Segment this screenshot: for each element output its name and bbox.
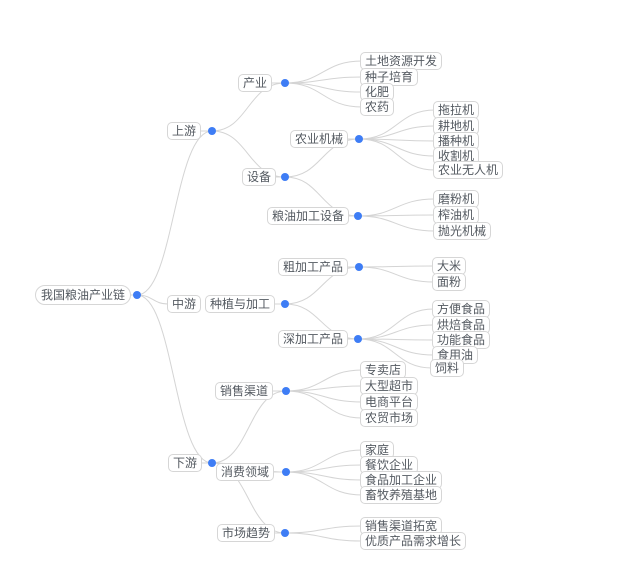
node-farmers-market[interactable]: 农贸市场	[360, 409, 419, 427]
node-upstream[interactable]: 上游	[167, 122, 202, 140]
dot-agri-machinery[interactable]	[355, 135, 363, 143]
node-harvester[interactable]: 收割机	[433, 147, 480, 165]
node-flour[interactable]: 面粉	[432, 273, 467, 291]
node-tiller[interactable]: 耕地机	[433, 117, 480, 135]
dot-consumption-fields[interactable]	[282, 468, 290, 476]
node-root[interactable]: 我国粮油产业链	[35, 285, 132, 305]
node-market-trends[interactable]: 市场趋势	[217, 524, 276, 542]
node-agri-drone[interactable]: 农业无人机	[433, 161, 504, 179]
dot-root[interactable]	[133, 291, 141, 299]
node-baked-food[interactable]: 烘焙食品	[432, 316, 491, 334]
node-flour-mill[interactable]: 磨粉机	[433, 190, 480, 208]
node-rice[interactable]: 大米	[432, 257, 467, 275]
node-industry[interactable]: 产业	[238, 74, 273, 92]
node-planting-processing[interactable]: 种植与加工	[205, 295, 276, 313]
dot-planting-processing[interactable]	[281, 300, 289, 308]
node-grain-oil-equipment[interactable]: 粮油加工设备	[267, 207, 350, 225]
node-downstream[interactable]: 下游	[168, 454, 203, 472]
node-coarse-products[interactable]: 粗加工产品	[278, 258, 349, 276]
dot-equipment[interactable]	[281, 173, 289, 181]
node-polishing-machinery[interactable]: 抛光机械	[433, 222, 492, 240]
node-sales-channels[interactable]: 销售渠道	[215, 382, 274, 400]
node-channel-expansion[interactable]: 销售渠道拓宽	[360, 517, 443, 535]
node-deep-products[interactable]: 深加工产品	[278, 330, 349, 348]
dot-coarse-products[interactable]	[355, 263, 363, 271]
dot-deep-products[interactable]	[354, 335, 362, 343]
dot-grain-oil-equipment[interactable]	[354, 212, 362, 220]
node-oil-press[interactable]: 榨油机	[433, 206, 480, 224]
node-seeder[interactable]: 播种机	[433, 132, 480, 150]
dot-market-trends[interactable]	[281, 529, 289, 537]
node-quality-demand-growth[interactable]: 优质产品需求增长	[360, 532, 467, 550]
dot-downstream[interactable]	[208, 459, 216, 467]
dot-industry[interactable]	[281, 79, 289, 87]
node-equipment[interactable]: 设备	[242, 168, 277, 186]
node-fertilizer[interactable]: 化肥	[360, 83, 395, 101]
node-feed[interactable]: 饲料	[430, 359, 465, 377]
node-household[interactable]: 家庭	[360, 441, 395, 459]
edge-group	[123, 60, 436, 542]
dot-sales-channels[interactable]	[282, 387, 290, 395]
node-specialty-store[interactable]: 专卖店	[360, 361, 407, 379]
node-midstream[interactable]: 中游	[167, 295, 202, 313]
node-pesticide[interactable]: 农药	[360, 98, 395, 116]
node-agri-machinery[interactable]: 农业机械	[290, 130, 349, 148]
node-ecommerce-platform[interactable]: 电商平台	[360, 393, 419, 411]
node-tractor[interactable]: 拖拉机	[433, 101, 480, 119]
node-consumption-fields[interactable]: 消费领域	[216, 463, 275, 481]
node-livestock-base[interactable]: 畜牧养殖基地	[360, 486, 443, 504]
dot-upstream[interactable]	[208, 127, 216, 135]
